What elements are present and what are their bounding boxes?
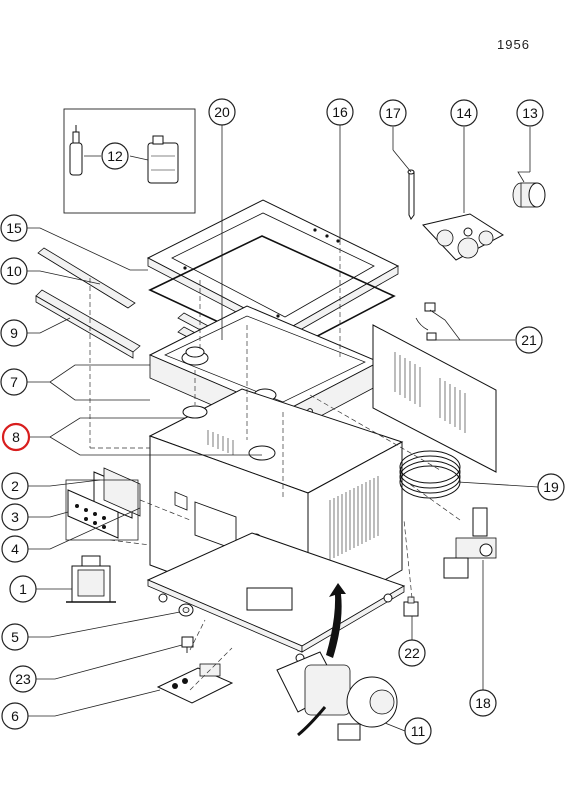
callout-label: 15 (6, 220, 22, 236)
callout-label: 3 (11, 509, 19, 525)
keypad-3 (67, 489, 119, 539)
back-panel (372, 324, 497, 473)
callout-3: 3 (1, 503, 29, 531)
callout-8-highlighted: 8 (1, 422, 31, 452)
callout-21: 21 (515, 326, 543, 354)
callout-label: 9 (10, 325, 18, 341)
oil-bottle-icon (69, 125, 83, 176)
oil-canister-icon (147, 135, 179, 184)
fuse-13 (512, 182, 546, 208)
callout-16: 16 (326, 98, 354, 126)
foot-5 (178, 603, 194, 617)
callout-label: 23 (15, 671, 31, 687)
assembly-guides (89, 240, 461, 691)
callout-label: 8 (12, 429, 20, 445)
circuit-board-6 (156, 663, 234, 704)
callout-label: 10 (6, 263, 22, 279)
callout-5: 5 (1, 623, 29, 651)
assembly-arrow (326, 583, 346, 658)
keypad-bracket (65, 479, 139, 541)
callout-label: 7 (10, 374, 18, 390)
callout-1: 1 (9, 575, 37, 603)
callout-label: 21 (521, 332, 537, 348)
hose-coil (399, 450, 461, 499)
callout-6: 6 (1, 702, 29, 730)
solenoid-valve-18 (443, 507, 497, 579)
callout-18: 18 (469, 689, 497, 717)
callout-7: 7 (0, 368, 28, 396)
callout-label: 18 (475, 695, 491, 711)
callout-label: 14 (456, 105, 472, 121)
callout-label: 19 (543, 479, 559, 495)
pin-17 (407, 169, 415, 220)
callout-label: 6 (11, 708, 19, 724)
callout-12: 12 (101, 142, 129, 170)
seal-strip-9 (35, 289, 141, 359)
callout-15: 15 (0, 214, 28, 242)
callout-22: 22 (398, 639, 426, 667)
callout-17: 17 (379, 99, 407, 127)
vacuum-pump-11 (276, 651, 398, 741)
micro-switches-21 (415, 302, 437, 341)
callout-23: 23 (9, 665, 37, 693)
callout-label: 5 (11, 629, 19, 645)
ventilation-slots (329, 476, 379, 560)
callout-label: 4 (11, 541, 19, 557)
callout-label: 1 (19, 581, 27, 597)
top-vents (207, 430, 234, 455)
callout-2: 2 (1, 472, 29, 500)
callout-label: 16 (332, 104, 348, 120)
callout-label: 20 (214, 104, 230, 120)
callout-label: 11 (411, 723, 426, 739)
callout-label: 2 (11, 478, 19, 494)
callout-label: 13 (522, 105, 538, 121)
switch-23 (181, 636, 194, 653)
callout-label: 12 (107, 148, 123, 164)
accessory-box (63, 108, 196, 214)
leader-lines (26, 125, 539, 732)
callout-9: 9 (0, 319, 28, 347)
callout-14: 14 (450, 99, 478, 127)
callout-label: 17 (385, 105, 401, 121)
callout-20: 20 (208, 98, 236, 126)
drawing-code: 1956 (497, 37, 530, 52)
callout-11: 11 (404, 717, 432, 745)
callout-label: 22 (404, 645, 420, 661)
callout-4: 4 (1, 535, 29, 563)
connector-22 (403, 596, 419, 617)
valve-kit-14 (422, 213, 504, 261)
callout-13: 13 (516, 99, 544, 127)
callout-10: 10 (0, 257, 28, 285)
transformer-1 (66, 555, 116, 603)
callout-19: 19 (537, 473, 565, 501)
